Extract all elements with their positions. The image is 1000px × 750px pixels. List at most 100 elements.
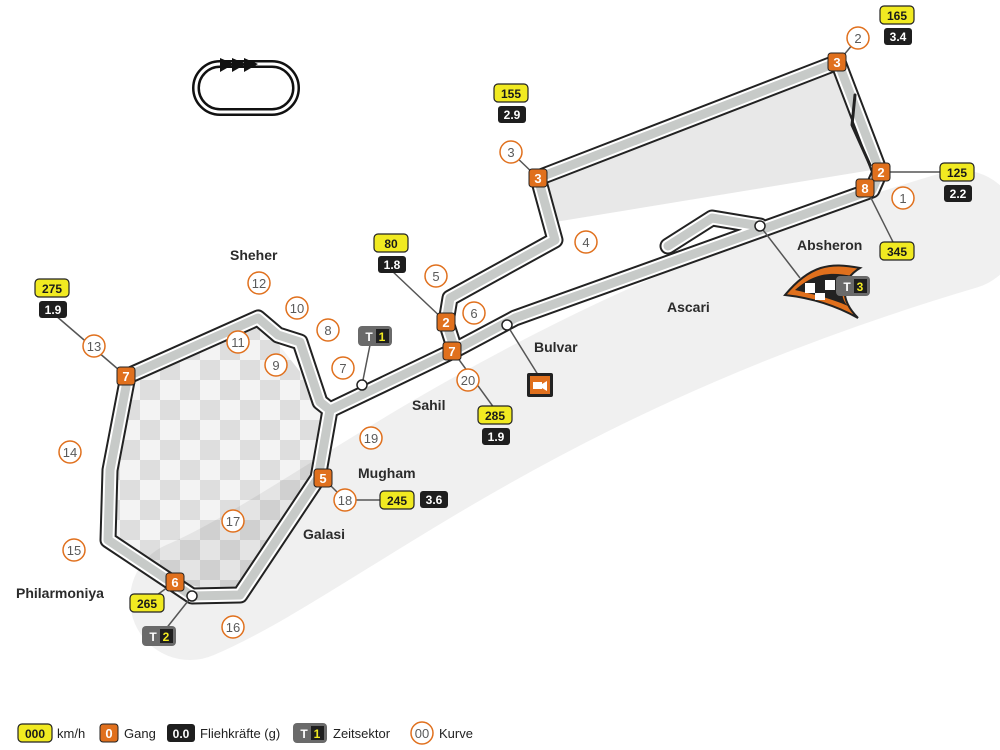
legend-gforce: 0.0 Fliehkräfte (g) — [167, 724, 280, 742]
corner-marker: 1 — [891, 186, 915, 210]
gear-markers: 3 2 8 3 2 7 7 5 6 — [116, 52, 891, 592]
svg-text:Gang: Gang — [124, 726, 156, 741]
corner-marker: 17 — [221, 509, 245, 533]
gear-marker: 3 — [528, 168, 548, 188]
svg-text:3: 3 — [857, 280, 864, 294]
svg-text:000: 000 — [25, 727, 45, 741]
svg-text:3: 3 — [507, 145, 514, 160]
svg-text:Zeitsektor: Zeitsektor — [333, 726, 391, 741]
gforce-box: 3.4 — [884, 28, 912, 45]
svg-text:9: 9 — [272, 358, 279, 373]
svg-text:2.2: 2.2 — [950, 187, 967, 201]
counterclockwise-arrows-icon — [192, 58, 300, 116]
svg-text:18: 18 — [338, 493, 352, 508]
speed-box: 265 — [129, 593, 165, 613]
corner-marker: 9 — [264, 353, 288, 377]
sector-badges: T 1 T 2 T 3 — [142, 276, 870, 646]
sector-badge-t2: T 2 — [142, 626, 176, 646]
svg-text:17: 17 — [226, 514, 240, 529]
speed-box: 155 — [493, 83, 529, 103]
svg-text:3: 3 — [534, 171, 541, 186]
svg-text:4: 4 — [582, 235, 589, 250]
svg-text:245: 245 — [387, 494, 407, 508]
svg-text:T: T — [149, 630, 157, 644]
legend-sector: T 1 Zeitsektor — [293, 723, 391, 743]
svg-text:1: 1 — [899, 191, 906, 206]
svg-text:10: 10 — [290, 301, 304, 316]
svg-text:2: 2 — [877, 165, 884, 180]
svg-text:1.9: 1.9 — [488, 430, 505, 444]
timing-point-t1 — [356, 379, 368, 391]
label-sahil: Sahil — [412, 397, 445, 413]
sector-badge-t1: T 1 — [358, 326, 392, 346]
corner-marker: 8 — [316, 318, 340, 342]
place-labels: Sheher Sahil Bulvar Mugham Galasi Philar… — [16, 237, 862, 601]
legend-gear: 0 Gang — [99, 723, 156, 743]
gforce-boxes: 3.4 2.2 2.9 1.8 1.9 1.9 3.6 — [39, 28, 972, 508]
svg-text:3: 3 — [833, 55, 840, 70]
svg-text:km/h: km/h — [57, 726, 85, 741]
svg-text:1: 1 — [379, 330, 386, 344]
gear-marker: 8 — [855, 178, 875, 198]
corner-marker: 19 — [359, 426, 383, 450]
speed-box: 275 — [34, 278, 70, 298]
svg-text:2: 2 — [854, 31, 861, 46]
gear-marker: 6 — [165, 572, 185, 592]
svg-text:6: 6 — [171, 575, 178, 590]
speed-boxes: 165 125 345 155 80 275 285 245 265 — [34, 5, 975, 613]
speed-box: 80 — [373, 233, 409, 253]
camera-icon — [527, 373, 553, 397]
svg-text:T: T — [843, 280, 851, 294]
speed-box: 165 — [879, 5, 915, 25]
gforce-box: 1.9 — [482, 428, 510, 445]
corner-marker: 4 — [574, 230, 598, 254]
svg-text:0.0: 0.0 — [173, 727, 190, 741]
svg-text:1: 1 — [314, 727, 321, 741]
corner-marker: 10 — [285, 296, 309, 320]
label-sheher: Sheher — [230, 247, 278, 263]
label-philarmoniya: Philarmoniya — [16, 585, 104, 601]
label-ascari: Ascari — [667, 299, 710, 315]
svg-text:8: 8 — [324, 323, 331, 338]
svg-text:11: 11 — [231, 335, 245, 350]
svg-text:125: 125 — [947, 166, 967, 180]
label-galasi: Galasi — [303, 526, 345, 542]
speed-box: 245 — [379, 490, 415, 510]
svg-text:80: 80 — [384, 237, 398, 251]
svg-text:T: T — [365, 330, 373, 344]
svg-text:00: 00 — [415, 726, 429, 741]
svg-text:20: 20 — [461, 373, 475, 388]
svg-text:5: 5 — [432, 269, 439, 284]
corner-marker: 20 — [456, 368, 480, 392]
svg-text:275: 275 — [42, 282, 62, 296]
svg-text:1.8: 1.8 — [384, 258, 401, 272]
svg-text:1.9: 1.9 — [45, 303, 62, 317]
speed-box: 125 — [939, 162, 975, 182]
timing-point-camera — [501, 319, 513, 331]
corner-marker: 15 — [62, 538, 86, 562]
svg-text:5: 5 — [319, 471, 326, 486]
label-bulvar: Bulvar — [534, 339, 578, 355]
svg-text:3.4: 3.4 — [890, 30, 907, 44]
corner-marker: 13 — [82, 334, 106, 358]
legend: 000 km/h 0 Gang 0.0 Fliehkräfte (g) T 1 … — [17, 721, 473, 745]
corner-marker: 12 — [247, 271, 271, 295]
gforce-box: 2.2 — [944, 185, 972, 202]
svg-text:345: 345 — [887, 245, 907, 259]
corner-marker: 14 — [58, 440, 82, 464]
svg-text:2.9: 2.9 — [504, 108, 521, 122]
gear-marker: 7 — [442, 341, 462, 361]
svg-text:19: 19 — [364, 431, 378, 446]
gear-marker: 3 — [827, 52, 847, 72]
svg-text:15: 15 — [67, 543, 81, 558]
gear-marker: 5 — [313, 468, 333, 488]
label-absheron: Absheron — [797, 237, 862, 253]
svg-text:6: 6 — [470, 306, 477, 321]
gforce-box: 3.6 — [420, 491, 448, 508]
gforce-box: 2.9 — [498, 106, 526, 123]
corner-marker: 16 — [221, 615, 245, 639]
corner-markers: 1 4 5 6 7 8 9 10 11 12 13 14 15 16 17 18… — [58, 26, 915, 639]
legend-speed: 000 km/h — [17, 723, 85, 743]
legend-corner: 00 Kurve — [410, 721, 473, 745]
